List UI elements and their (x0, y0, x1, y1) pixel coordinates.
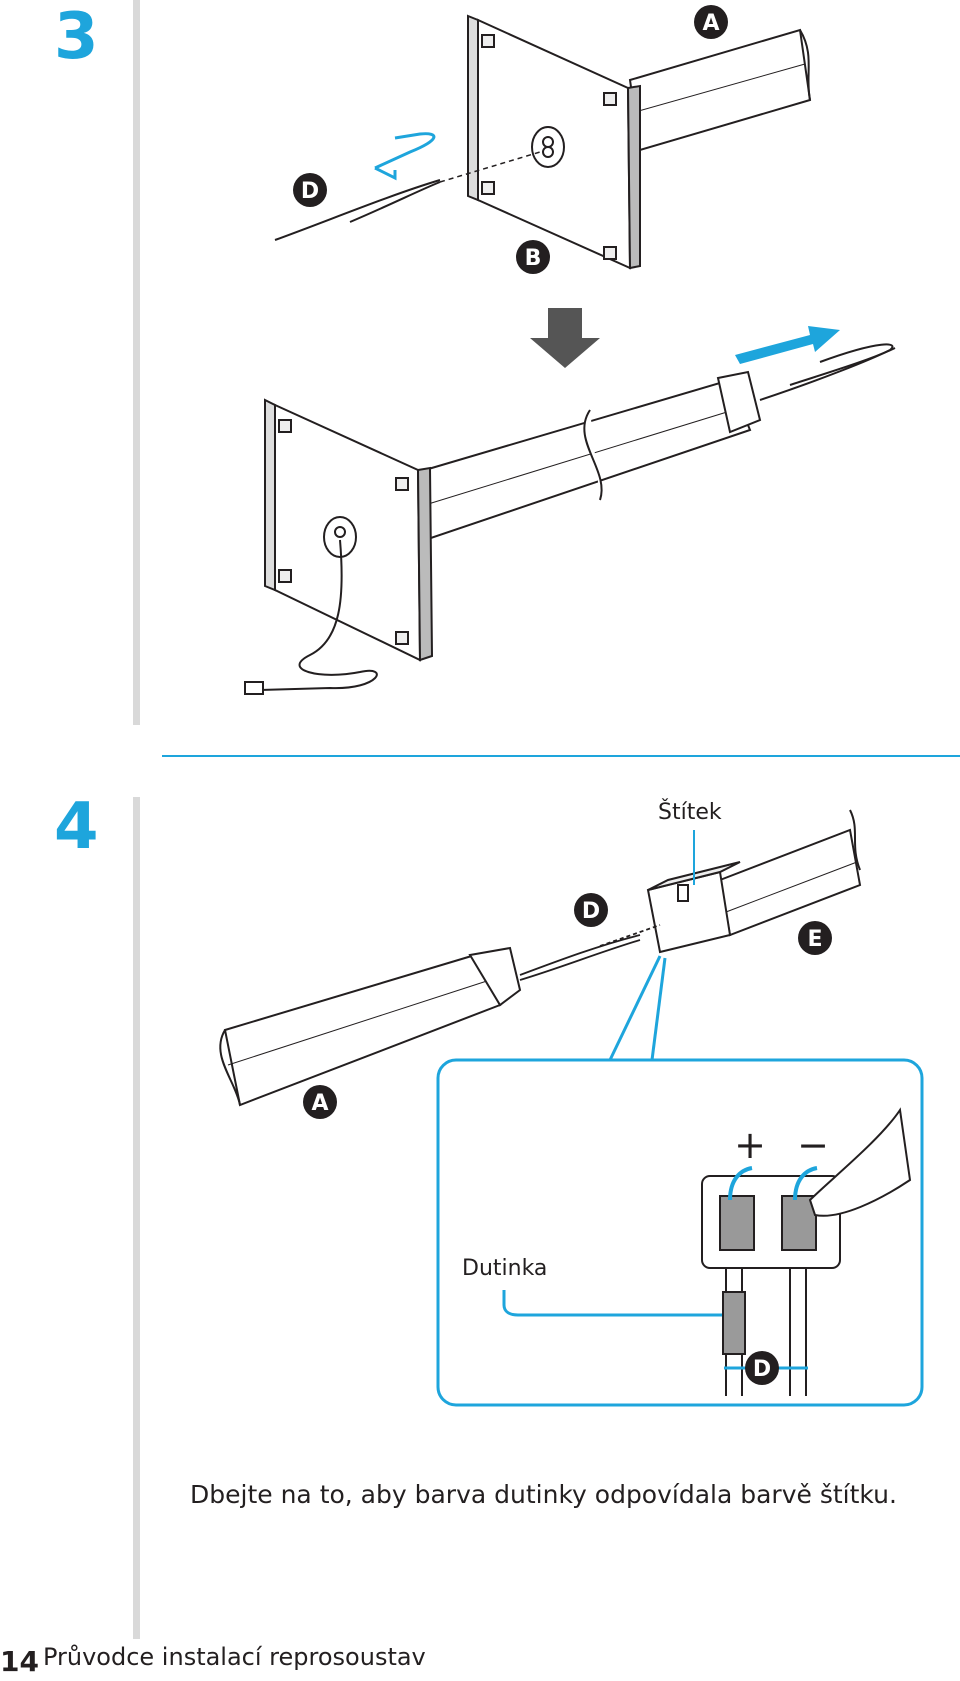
step-4-margin-bar (133, 797, 140, 1639)
step3-top-cable (274, 151, 541, 241)
down-arrow-icon (530, 308, 600, 368)
step4-wire (519, 924, 661, 981)
step3-bottom-pole (264, 370, 762, 662)
badge-a-step4: A (303, 1085, 337, 1119)
terminal-block (701, 1175, 841, 1396)
badge-a-step3: A (694, 5, 728, 39)
svg-text:D: D (753, 1357, 771, 1382)
label-stitek: Štítek (658, 800, 722, 825)
svg-text:E: E (807, 927, 822, 952)
svg-text:D: D (301, 179, 319, 204)
badge-b-step3: B (516, 240, 550, 274)
page-number: 14 (0, 1645, 39, 1678)
badge-d-step3: D (293, 173, 327, 207)
svg-text:A: A (311, 1091, 328, 1116)
label-dutinka: Dutinka (462, 1256, 548, 1281)
section-divider (162, 755, 960, 757)
step-4-number: 4 (54, 790, 99, 864)
svg-text:A: A (702, 11, 719, 36)
badge-e-step4: E (798, 921, 832, 955)
badge-d-step4: D (574, 893, 608, 927)
minus-symbol: − (797, 1123, 829, 1167)
document-title: Průvodce instalací reprosoustav (42, 1643, 426, 1671)
step-4-caption: Dbejte na to, aby barva dutinky odpovída… (190, 1480, 897, 1509)
push-arrows (728, 1166, 818, 1201)
terminal-detail-box (436, 1058, 924, 1407)
plus-symbol: + (734, 1123, 766, 1167)
svg-text:B: B (525, 246, 542, 271)
step3-top-pole (467, 14, 812, 270)
pull-arrow-icon (735, 326, 840, 364)
step4-callout-lines (608, 830, 695, 1061)
step-3-number: 3 (54, 0, 99, 74)
dutinka-leader (502, 1290, 722, 1317)
step4-lower-pole (219, 946, 522, 1107)
step3-insert-arrow (374, 132, 436, 181)
finger-icon (808, 1107, 912, 1217)
step3-bottom-cable (244, 343, 896, 695)
step4-speaker-pole (646, 809, 862, 954)
svg-text:D: D (582, 899, 600, 924)
badge-d-detail: D (745, 1351, 779, 1385)
step-3-margin-bar (133, 0, 140, 725)
